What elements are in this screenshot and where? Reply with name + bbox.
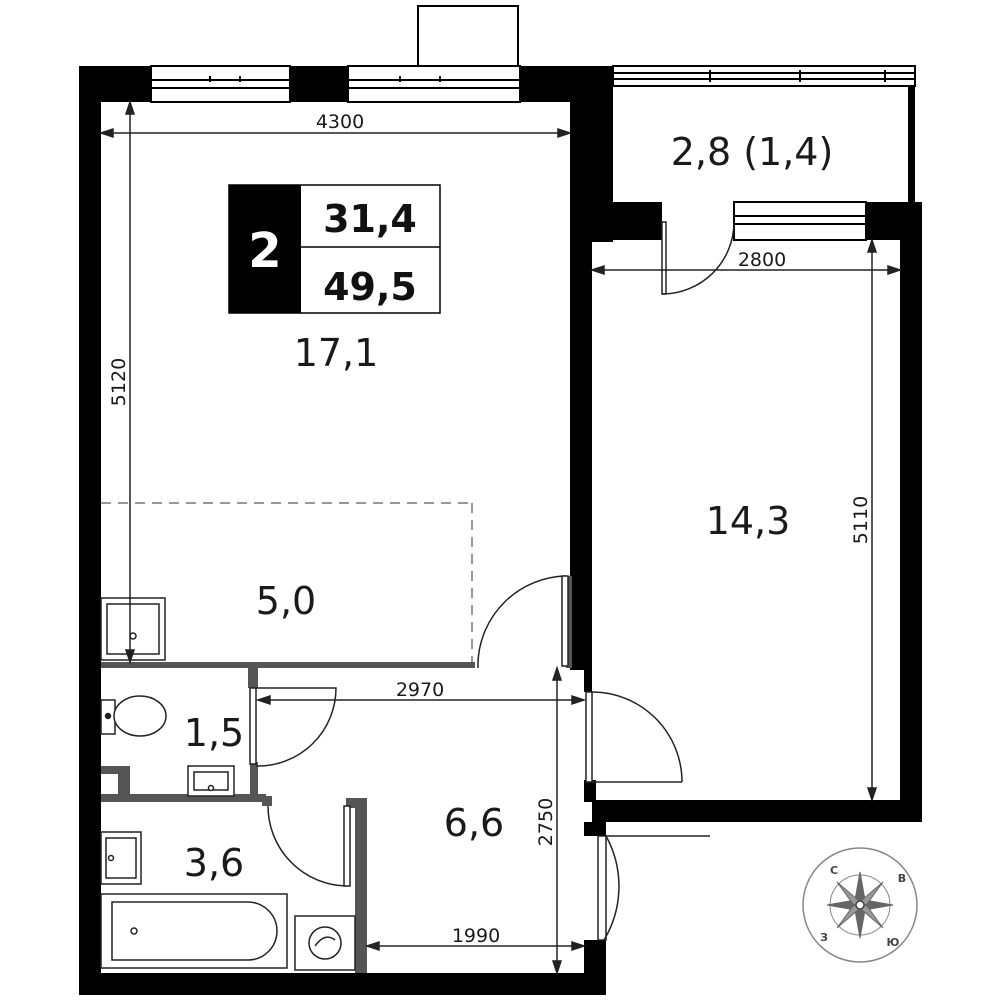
doors xyxy=(249,221,735,941)
window-living-left xyxy=(150,65,291,103)
outer-walls xyxy=(79,66,922,995)
dim-bedroom-length: 5110 xyxy=(850,496,872,544)
door-living xyxy=(477,575,569,668)
compass-west: З xyxy=(820,931,828,944)
room-loggia-area: 2,8 (1,4) xyxy=(671,130,834,174)
partitions xyxy=(101,576,572,973)
loggia-glazing xyxy=(612,65,916,87)
bathtub xyxy=(100,893,288,969)
door-bedroom xyxy=(585,691,683,783)
dim-living-length: 5120 xyxy=(108,358,130,406)
windows xyxy=(150,65,916,241)
dim-living-width: 4300 xyxy=(316,111,364,133)
bathroom-sink xyxy=(100,831,142,885)
room-bedroom-area: 14,3 xyxy=(706,499,791,543)
badge-total-area: 49,5 xyxy=(323,265,417,309)
vent-box xyxy=(417,5,519,67)
apartment-badge: 2 31,4 49,5 xyxy=(228,184,441,314)
compass-east: В xyxy=(898,872,906,885)
compass-icon: С В Ю З xyxy=(802,847,918,963)
door-toilet xyxy=(249,687,337,767)
badge-rooms-count: 2 xyxy=(248,223,281,279)
door-bathroom xyxy=(267,805,351,887)
dimension-lines xyxy=(98,99,903,976)
badge-living-area: 31,4 xyxy=(323,197,417,241)
kitchen-zone xyxy=(101,502,473,662)
fixtures xyxy=(100,597,356,971)
door-entrance xyxy=(597,835,710,941)
compass-north: С xyxy=(830,864,838,877)
room-hall-area: 6,6 xyxy=(444,801,504,845)
room-living-area: 17,1 xyxy=(294,331,379,375)
dim-bedroom-width: 2800 xyxy=(738,249,786,271)
dim-hall-length: 2750 xyxy=(535,798,557,846)
room-kitchen-area: 5,0 xyxy=(256,579,316,623)
window-living-right xyxy=(347,65,521,103)
compass-south: Ю xyxy=(887,936,900,949)
room-toilet-area: 1,5 xyxy=(184,711,244,755)
door-loggia xyxy=(661,221,735,295)
toilet-sink xyxy=(187,765,235,797)
window-bedroom xyxy=(733,201,867,241)
dim-hall-bottom-width: 1990 xyxy=(452,925,500,947)
toilet-bowl xyxy=(100,695,167,737)
dim-hall-width: 2970 xyxy=(396,679,444,701)
room-bathroom-area: 3,6 xyxy=(184,841,244,885)
washing-machine xyxy=(294,915,356,971)
